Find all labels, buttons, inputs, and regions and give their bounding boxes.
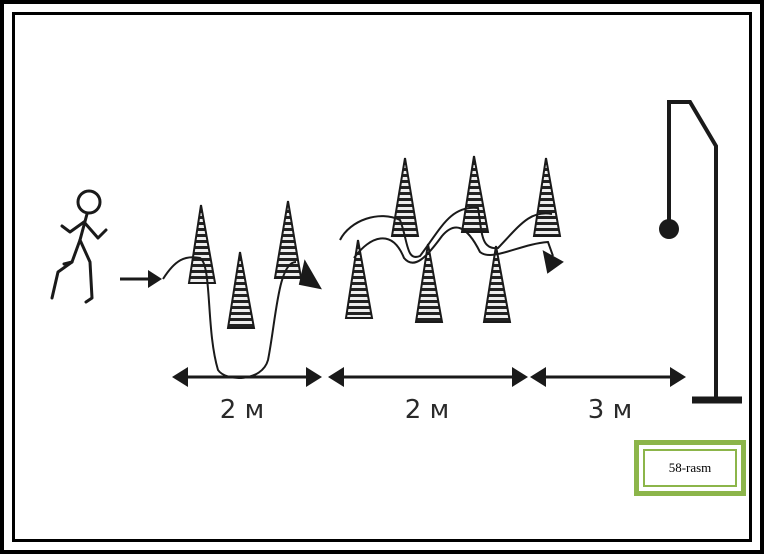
cone [226, 251, 256, 329]
running-path [162, 206, 564, 380]
cone [187, 204, 217, 284]
segment-label: 2 м [405, 395, 449, 425]
hanging-ball [659, 219, 679, 239]
finish-post [667, 100, 742, 404]
cone [532, 157, 562, 237]
start-arrow [120, 270, 162, 288]
segment-label: 2 м [220, 395, 264, 425]
dimension-arrow [530, 367, 686, 387]
runner-figure [50, 189, 108, 304]
cone [390, 157, 420, 237]
inner-frame [12, 12, 752, 542]
cone [344, 239, 374, 319]
cone [414, 243, 444, 323]
caption-box: 58-rasm [634, 440, 746, 496]
segment-label: 3 м [588, 395, 632, 425]
cone [273, 200, 303, 279]
cone [460, 155, 490, 233]
dimension-arrow [328, 367, 528, 387]
figure-caption: 58-rasm [668, 460, 712, 475]
dimension-arrow [172, 367, 322, 387]
caption-inner-border: 58-rasm [643, 449, 737, 487]
cone [482, 245, 512, 323]
